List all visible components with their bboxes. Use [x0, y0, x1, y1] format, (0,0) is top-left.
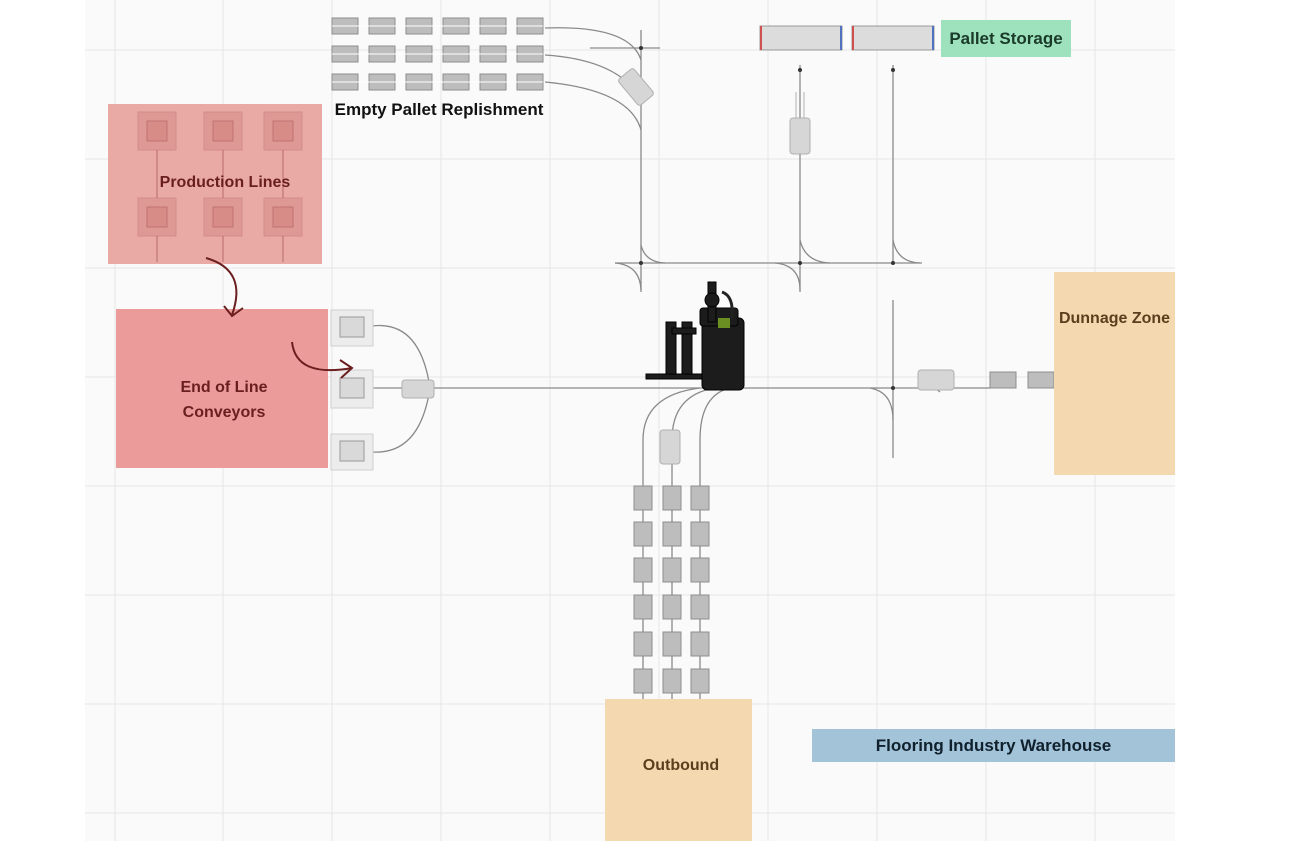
end-of-line-label: End of Line Conveyors [116, 375, 332, 425]
end-of-line-label-line2: Conveyors [182, 404, 266, 421]
conveyor-stations [330, 309, 374, 471]
pallet-storage-tag: Pallet Storage [941, 20, 1071, 57]
dunnage-pallets [989, 371, 1055, 389]
ghost-forklifts [401, 68, 955, 465]
end-of-line-conveyors-zone: End of Line Conveyors [116, 309, 328, 468]
outbound-pallets [633, 485, 710, 694]
path-nodes [639, 46, 895, 390]
dunnage-zone-label: Dunnage Zone [1058, 310, 1171, 327]
production-lines-zone: Production Lines [108, 104, 322, 264]
warehouse-title-banner: Flooring Industry Warehouse [812, 729, 1175, 762]
production-lines-label: Production Lines [159, 174, 291, 191]
end-of-line-label-line1: End of Line [180, 379, 268, 396]
agv-paths [371, 27, 990, 700]
autonomous-forklift-icon [645, 281, 745, 391]
pallet-slats [332, 25, 543, 83]
dunnage-zone: Dunnage Zone [1054, 272, 1175, 475]
empty-pallet-stacks [331, 17, 544, 91]
empty-pallet-label: Empty Pallet Replishment [334, 99, 544, 119]
outbound-zone: Outbound [605, 699, 752, 841]
outbound-label: Outbound [642, 757, 720, 774]
production-machines [137, 111, 303, 262]
pallet-storage-racks [759, 25, 935, 51]
